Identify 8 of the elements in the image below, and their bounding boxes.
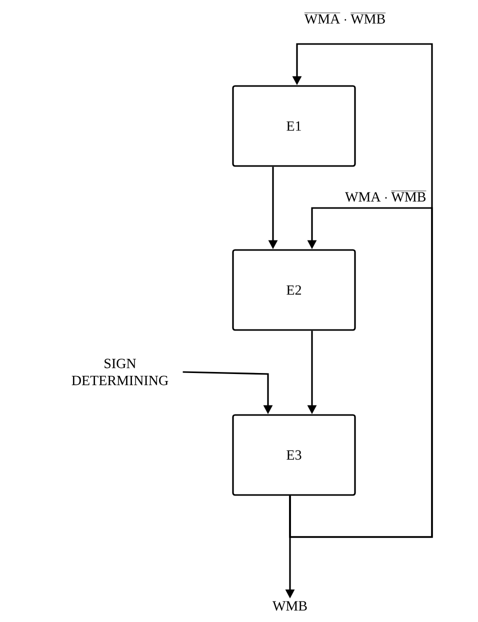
- process-box: E3: [232, 414, 356, 496]
- signal-label: SIGN DETERMINING: [72, 358, 168, 386]
- process-box: E2: [232, 249, 356, 331]
- edge-label: $\overline{\mathrm{WMA}}\cdot\overline{\mathrm{WMB}}$: [304, 12, 386, 24]
- edge-label: $\mathrm{WMA}\cdot\overline{\mathrm{WMB}}$: [345, 190, 426, 202]
- arrow: [289, 207, 433, 538]
- process-box: E1: [232, 85, 356, 167]
- signal-label: WMB: [272, 601, 307, 611]
